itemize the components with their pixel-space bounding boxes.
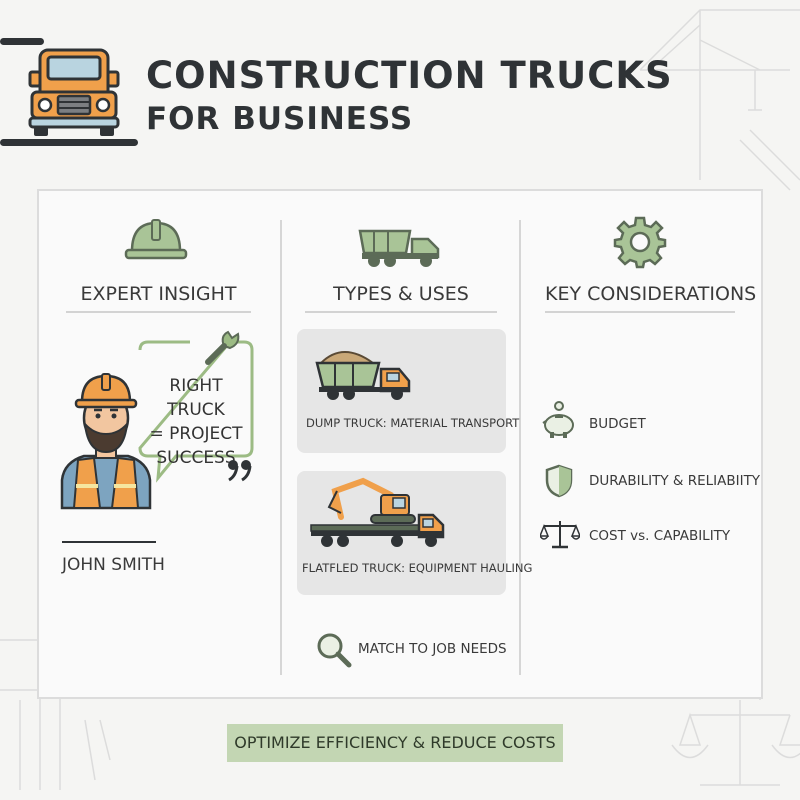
heading-types-uses: TYPES & USES [333,283,469,305]
budget-label: BUDGET [589,416,646,432]
scales-icon [540,521,580,549]
heading-rule-types [305,311,497,313]
column-divider-2 [519,220,521,675]
worker-avatar [60,373,152,510]
flatbed-excavator-icon [310,477,445,547]
shield-icon [545,464,573,498]
heading-rule-expert [66,311,251,313]
gear-icon [613,216,667,269]
dump-truck-label: DUMP TRUCK: MATERIAL TRANSPORT [306,416,520,430]
heading-rule-considerations [545,311,735,313]
dump-truck-icon [358,229,440,267]
truck-icon [28,48,120,136]
quote-mark-icon [228,460,252,482]
footer-banner: OPTIMIZE EFFICIENCY & REDUCE COSTS [227,724,563,762]
wrench-icon [205,330,240,365]
quote-text: RIGHT TRUCK = PROJECT SUCCESS [141,374,251,470]
speech-bubble [138,340,254,483]
column-divider-1 [280,220,282,675]
quote-line-3: SUCCESS [156,448,236,468]
quote-line-1: RIGHT TRUCK [167,376,225,420]
header-rule-top [0,38,44,45]
durability-label: DURABILITY & RELIABIITY [589,473,761,489]
name-rule [62,541,156,543]
flatbed-truck-label: FLATFLED TRUCK: EQUIPMENT HAULING [302,561,533,575]
magnifier-icon [317,633,352,668]
piggy-bank-icon [542,401,574,438]
hard-hat-icon [124,219,188,260]
page-title-line-1: CONSTRUCTION TRUCKS [146,54,673,97]
match-job-needs-label: MATCH TO JOB NEEDS [358,641,507,657]
list-item-dump-truck: DUMP TRUCK: MATERIAL TRANSPORT [297,329,519,453]
expert-name: JOHN SMITH [62,555,165,575]
loaded-dump-truck-icon [315,351,411,400]
heading-expert-insight: EXPERT INSIGHT [80,283,237,305]
header-rule-bottom [0,139,138,146]
page-title-line-2: FOR BUSINESS [146,101,414,137]
cost-capability-label: COST vs. CAPABILITY [589,528,731,544]
list-item-flatbed-truck: FLATFLED TRUCK: EQUIPMENT HAULING [297,471,532,595]
heading-key-considerations: KEY CONSIDERATIONS [545,283,757,305]
quote-line-2: = PROJECT [149,424,243,444]
